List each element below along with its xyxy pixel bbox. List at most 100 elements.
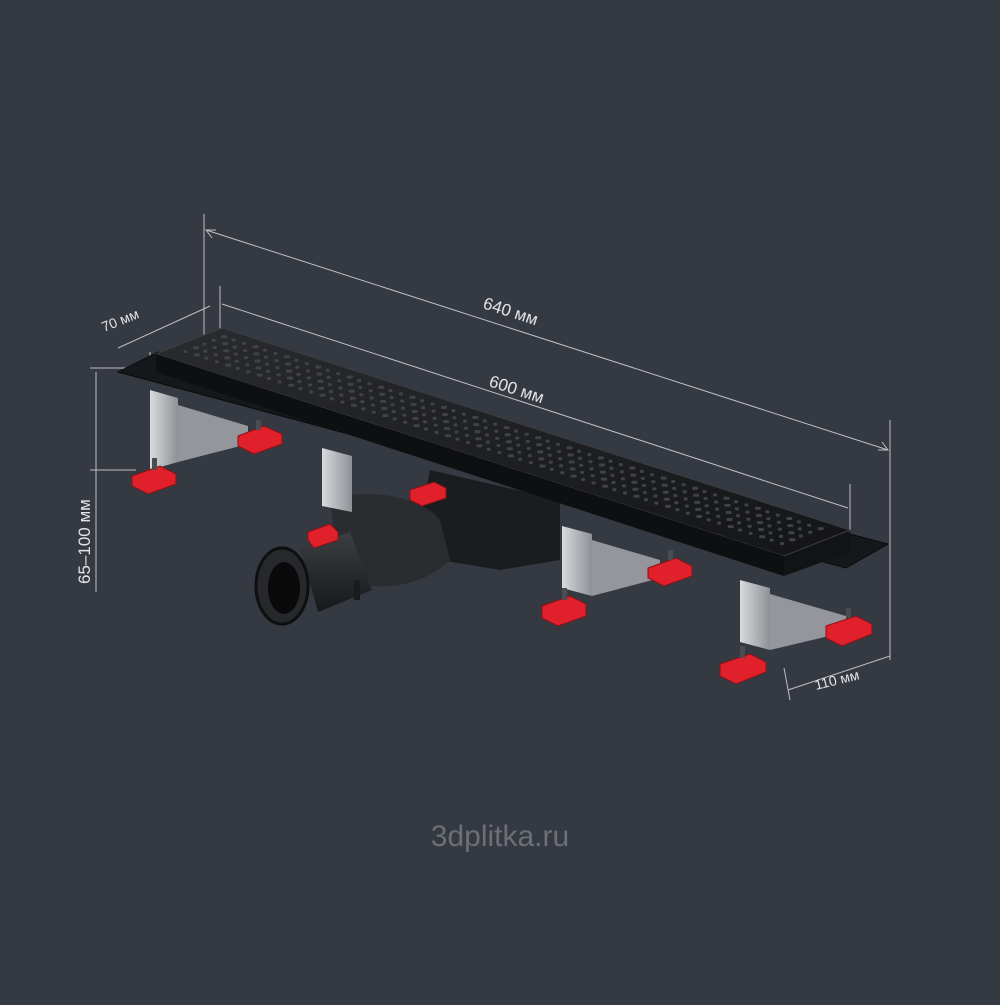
perforation-slot [611, 481, 616, 484]
perforation-slot [213, 353, 218, 357]
label-110: 110 мм [813, 666, 861, 693]
perforation-slot [496, 444, 501, 447]
perforation-slot [288, 383, 295, 387]
perforation-slot [568, 460, 575, 464]
perforation-slot [297, 380, 302, 383]
perforation-slot [221, 335, 228, 339]
perforation-slot [430, 402, 435, 406]
perforation-slot [789, 538, 796, 542]
perforation-slot [684, 504, 689, 508]
support-brackets [150, 390, 846, 650]
perforation-slot [589, 467, 594, 471]
perforation-slot [256, 373, 263, 377]
perforation-slot [673, 494, 678, 498]
perforation-slot [412, 417, 419, 420]
perforation-slot [317, 379, 324, 383]
perforation-slot [483, 426, 488, 430]
perforation-slot [738, 528, 743, 532]
perforation-slot [431, 409, 436, 413]
perforation-slot [183, 350, 188, 354]
perforation-slot [643, 498, 648, 502]
perforation-slot [580, 470, 585, 474]
perforation-slot [423, 420, 428, 424]
perforation-slot [775, 513, 780, 517]
perforation-slot [566, 446, 573, 450]
perforation-slot [600, 470, 606, 474]
perforation-slot [714, 500, 719, 504]
perforation-slot [493, 422, 498, 426]
perforation-slot [286, 369, 292, 373]
perforation-slot [726, 518, 733, 521]
perforation-slot [514, 429, 519, 433]
perforation-slot [294, 358, 299, 362]
perforation-slot [515, 436, 520, 440]
perforation-slot [817, 527, 824, 531]
perforation-slot [485, 440, 490, 444]
perforation-slot [222, 342, 229, 346]
perforation-slot [538, 457, 545, 461]
perforation-slot [316, 372, 323, 376]
dim-line-70 [117, 305, 211, 349]
perforation-slot [641, 484, 646, 487]
perforation-slot [695, 507, 702, 511]
perforation-slot [581, 478, 586, 481]
perforation-slot [235, 366, 240, 370]
perforation-slot [788, 531, 795, 535]
perforation-slot [620, 477, 625, 481]
perforation-slot [767, 524, 772, 528]
perforation-slot [633, 494, 640, 498]
perforation-slot [703, 497, 708, 501]
perforation-slot [578, 456, 582, 460]
perforation-slot [346, 375, 353, 379]
perforation-slot [694, 500, 701, 504]
perforation-slot [735, 507, 739, 511]
perforation-slot [392, 417, 397, 421]
perforation-slot [465, 433, 469, 437]
perforation-slot [705, 511, 710, 515]
perforation-slot [349, 396, 356, 400]
dim-line-600 [221, 303, 849, 509]
perforation-slot [717, 521, 722, 525]
perforation-slot [660, 476, 667, 480]
perforation-slot [736, 514, 741, 518]
perforation-slot [444, 427, 450, 431]
perforation-slot [528, 461, 533, 465]
perforation-slot [683, 497, 688, 501]
perforation-slot [245, 363, 250, 367]
perforation-slot [748, 531, 753, 535]
perforation-slot [451, 409, 456, 413]
perforation-slot [602, 484, 609, 488]
perforation-slot [706, 518, 711, 522]
watermark: 3dplitka.ru [431, 820, 569, 853]
label-70: 70 мм [99, 305, 141, 334]
adjustable-feet [131, 425, 873, 685]
perforation-slot [558, 457, 563, 461]
perforation-slot [214, 360, 219, 364]
perforation-slot [454, 430, 459, 434]
perforation-slot [754, 506, 761, 510]
perforation-slot [462, 419, 467, 423]
perforation-slot [597, 456, 604, 460]
perforation-slot [671, 480, 676, 483]
perforation-slot [547, 453, 552, 457]
perforation-slot [786, 517, 793, 520]
perforation-slot [304, 362, 309, 366]
perforation-slot [421, 406, 425, 410]
perforation-slot [610, 473, 615, 477]
perforation-slot [476, 444, 483, 448]
perforation-slot [274, 359, 279, 363]
perforation-slot [350, 403, 357, 407]
perforation-slot [283, 355, 290, 359]
perforation-slot [338, 386, 343, 390]
perforation-slot [287, 376, 293, 380]
perforation-slot [559, 464, 564, 468]
perforation-slot [370, 403, 375, 407]
perforation-slot [266, 369, 271, 373]
perforation-slot [734, 500, 738, 504]
perforation-slot [759, 535, 766, 539]
grate-perforations [183, 335, 824, 545]
perforation-slot [358, 386, 363, 389]
perforation-slot [780, 542, 784, 545]
perforation-slot [391, 410, 396, 414]
perforation-slot [737, 521, 742, 525]
